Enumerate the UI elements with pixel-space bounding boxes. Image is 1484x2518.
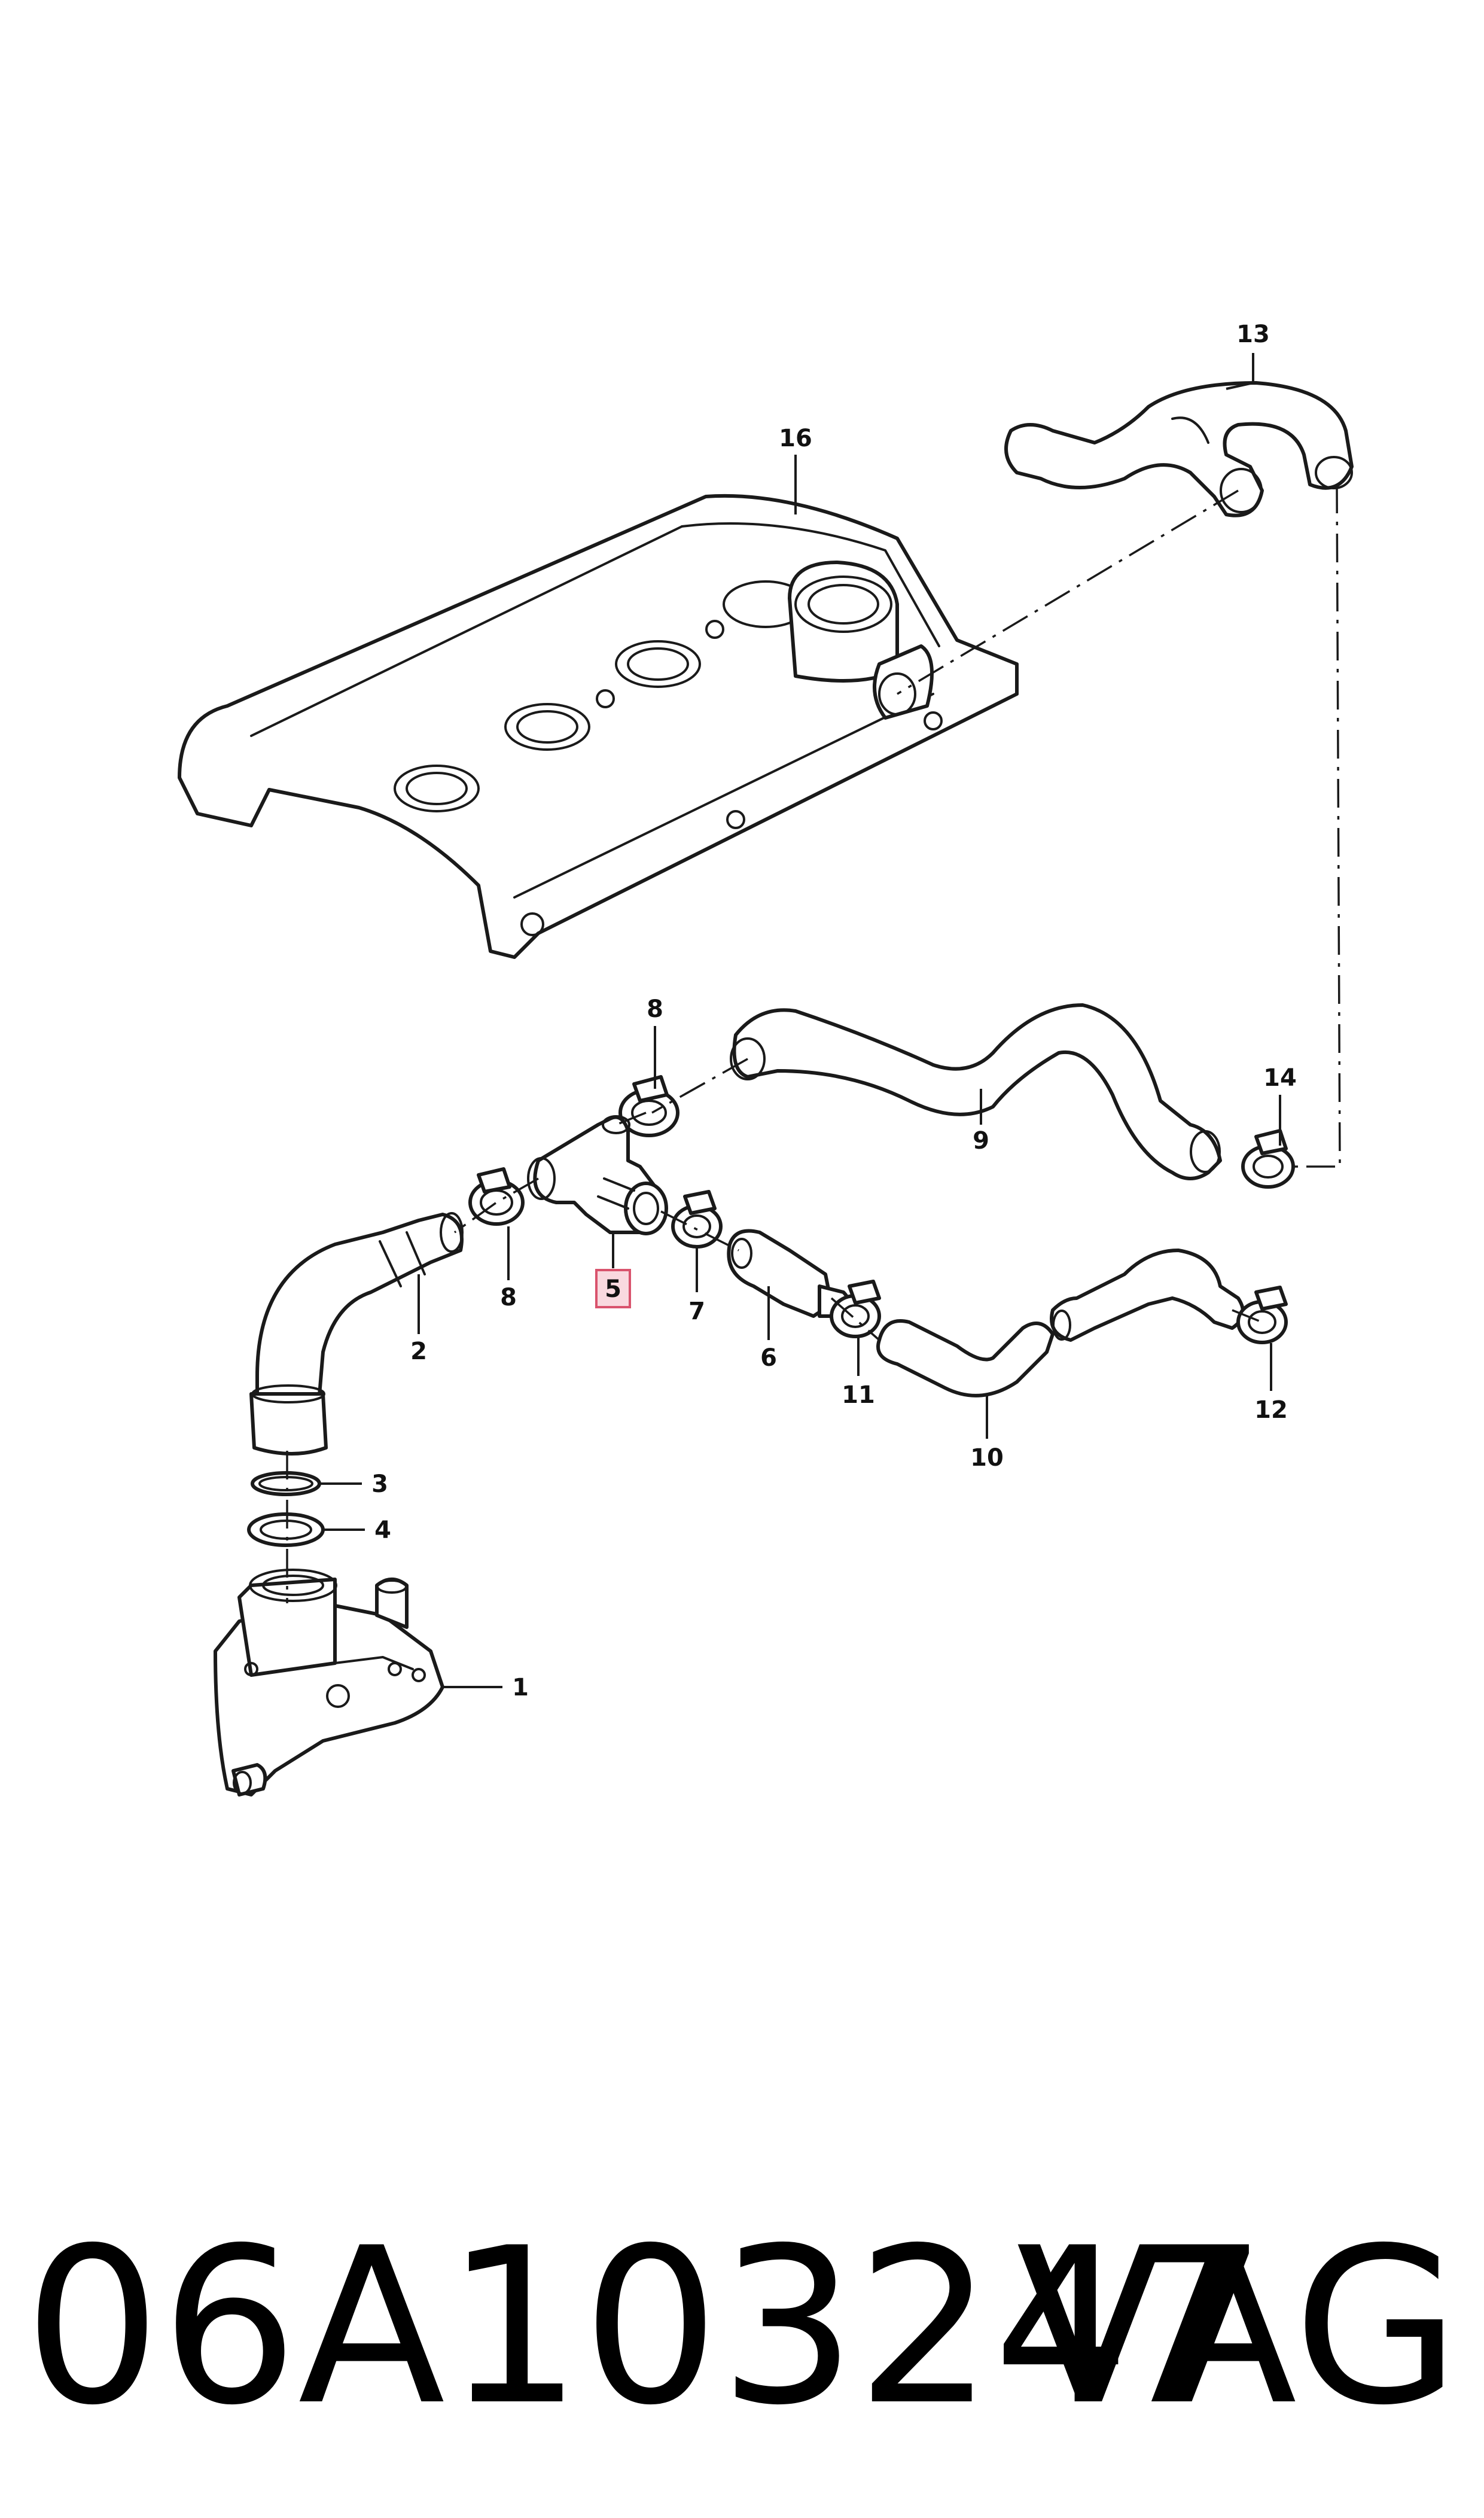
callout-7: 7 bbox=[688, 1298, 705, 1325]
clamp-part-8-upper bbox=[618, 1075, 679, 1137]
leader-lines bbox=[319, 353, 1281, 1688]
t-connector-part-5 bbox=[527, 1115, 668, 1235]
exploded-parts-diagram: 13 16 8 9 14 8 5 7 6 11 10 12 2 3 4 1 bbox=[178, 321, 1354, 1797]
callout-16: 16 bbox=[779, 425, 812, 452]
valve-cover-part-16 bbox=[178, 494, 1019, 959]
callout-1: 1 bbox=[512, 1674, 529, 1701]
housing-flange-part-1 bbox=[214, 1569, 444, 1797]
hose-part-9 bbox=[730, 1003, 1222, 1180]
gasket-part-4 bbox=[247, 1512, 325, 1547]
brand-caption: VAG bbox=[1016, 2202, 1460, 2452]
upper-hose-part-13 bbox=[1004, 381, 1354, 517]
elbow-hose-part-2 bbox=[249, 1212, 464, 1456]
check-valve-part-6 bbox=[727, 1229, 851, 1318]
callout-13: 13 bbox=[1236, 321, 1270, 348]
clamp-part-8-lower bbox=[468, 1167, 525, 1226]
callout-12: 12 bbox=[1254, 1396, 1288, 1424]
callout-14: 14 bbox=[1263, 1064, 1297, 1092]
clamp-part-11 bbox=[830, 1280, 881, 1338]
clamp-part-7 bbox=[671, 1190, 723, 1249]
clamp-part-14 bbox=[1241, 1129, 1295, 1189]
callout-10: 10 bbox=[970, 1444, 1004, 1472]
assembly-lines bbox=[286, 484, 1341, 1603]
clamp-part-12 bbox=[1236, 1286, 1288, 1344]
callout-11: 11 bbox=[842, 1381, 875, 1409]
callout-5-highlight bbox=[595, 1269, 631, 1308]
callout-2: 2 bbox=[410, 1338, 427, 1365]
callout-9: 9 bbox=[973, 1127, 989, 1155]
part-number-caption: 06A103247 bbox=[24, 2202, 1267, 2452]
callouts: 13 16 8 9 14 8 5 7 6 11 10 12 2 3 4 1 bbox=[371, 321, 1297, 1701]
callout-3: 3 bbox=[371, 1470, 388, 1498]
hose-part-10 bbox=[876, 1249, 1245, 1397]
callout-4: 4 bbox=[374, 1517, 391, 1544]
callout-5: 5 bbox=[605, 1275, 621, 1303]
callout-8-upper: 8 bbox=[647, 995, 663, 1023]
o-ring-part-3 bbox=[251, 1471, 321, 1496]
callout-8-lower: 8 bbox=[500, 1284, 517, 1311]
callout-6: 6 bbox=[760, 1344, 777, 1372]
